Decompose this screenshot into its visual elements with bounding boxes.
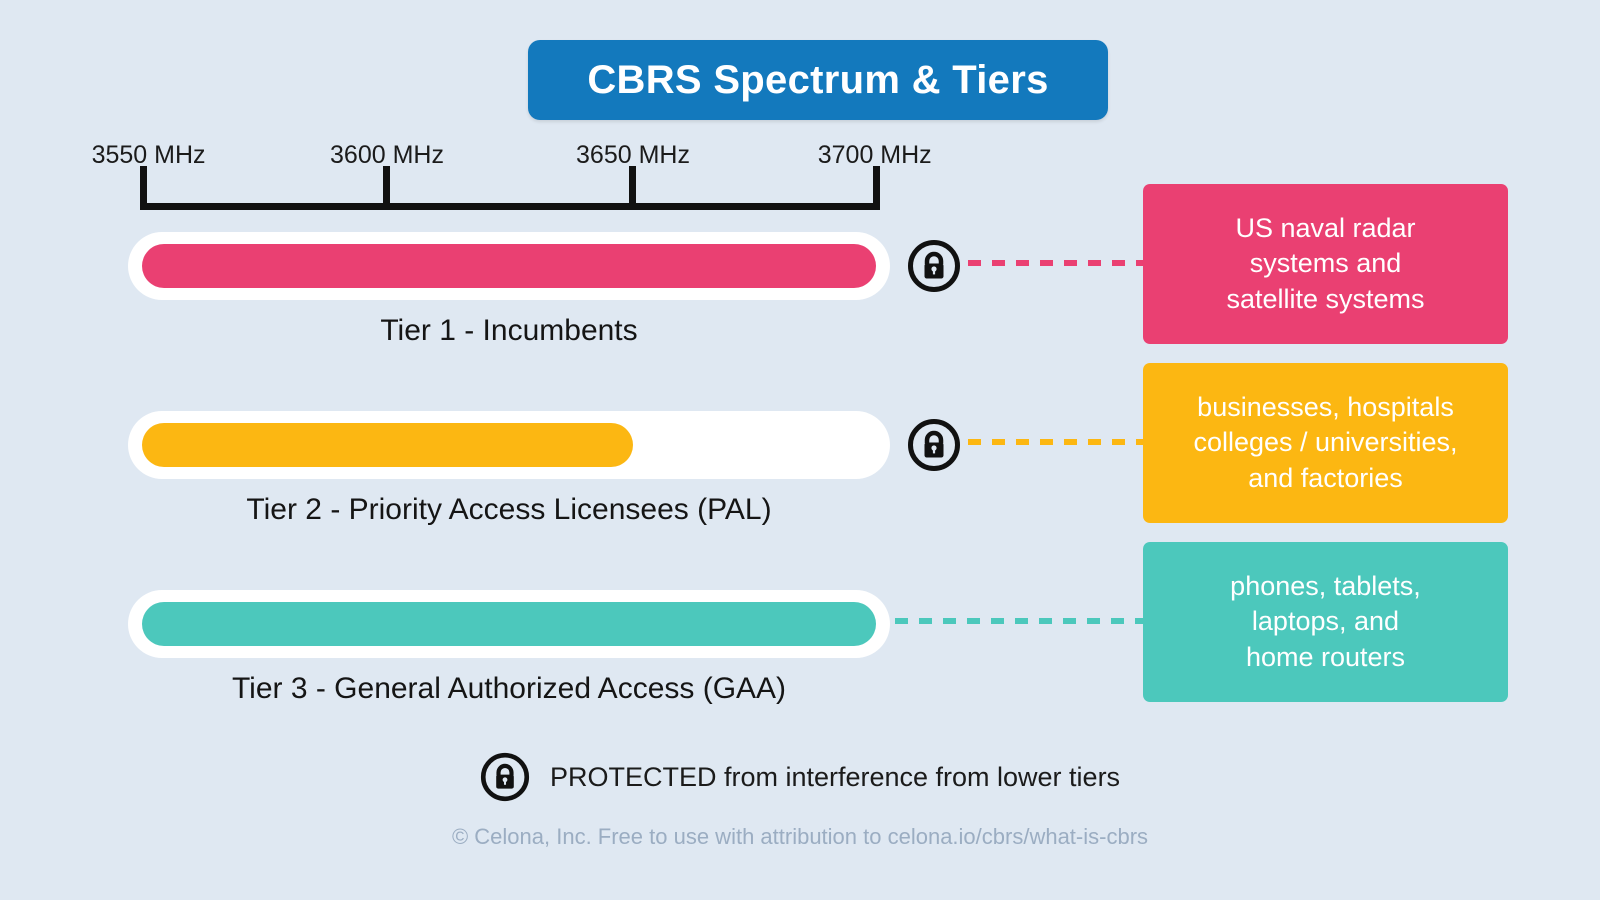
page-title-badge: CBRS Spectrum & Tiers [528,40,1108,120]
axis-tick-0 [140,166,147,210]
footer-attribution: © Celona, Inc. Free to use with attribut… [451,824,1149,849]
axis-tick-2 [629,166,636,210]
frequency-axis: 3550 MHz 3600 MHz 3650 MHz 3700 MHz [92,136,932,210]
axis-tick-3 [873,166,880,210]
axis-tick-label-3600: 3600 MHz [330,141,444,169]
tier-3-connector [895,618,1144,624]
legend: PROTECTED from interference from lower t… [0,752,1600,802]
axis-tick-label-3650: 3650 MHz [576,141,690,169]
page-title: CBRS Spectrum & Tiers [587,57,1049,102]
axis-baseline [140,203,880,210]
tier-2-connector [968,439,1144,445]
tier-2-callout-text: businesses, hospitals colleges / univers… [1193,392,1458,493]
tier-1-track [128,232,890,300]
tier-2-lock-icon [907,418,961,472]
legend-lock-icon [480,752,530,802]
tier-2-bar[interactable] [142,423,633,467]
tier-3-track [128,590,890,658]
tier-1-connector [968,260,1144,266]
tier-1-callout-text: US naval radar systems and satellite sys… [1226,213,1425,314]
tier-1-lock-icon [907,239,961,293]
axis-tick-1 [383,166,390,210]
tier-3-callout: phones, tablets, laptops, and home route… [1143,542,1508,702]
tier-2-caption: Tier 2 - Priority Access Licensees (PAL) [246,493,772,526]
tier-3-bar[interactable] [142,602,876,646]
tier-2-track [128,411,890,479]
axis-tick-label-3700: 3700 MHz [817,141,932,169]
tier-1-callout: US naval radar systems and satellite sys… [1143,184,1508,344]
axis-tick-label-3550: 3550 MHz [91,141,206,169]
legend-label: PROTECTED from interference from lower t… [549,761,1121,792]
tier-1-bar[interactable] [142,244,876,288]
tier-1-caption: Tier 1 - Incumbents [380,314,638,347]
tier-2-callout: businesses, hospitals colleges / univers… [1143,363,1508,523]
tier-3-callout-text: phones, tablets, laptops, and home route… [1230,571,1421,672]
tier-3-caption: Tier 3 - General Authorized Access (GAA) [231,672,787,705]
